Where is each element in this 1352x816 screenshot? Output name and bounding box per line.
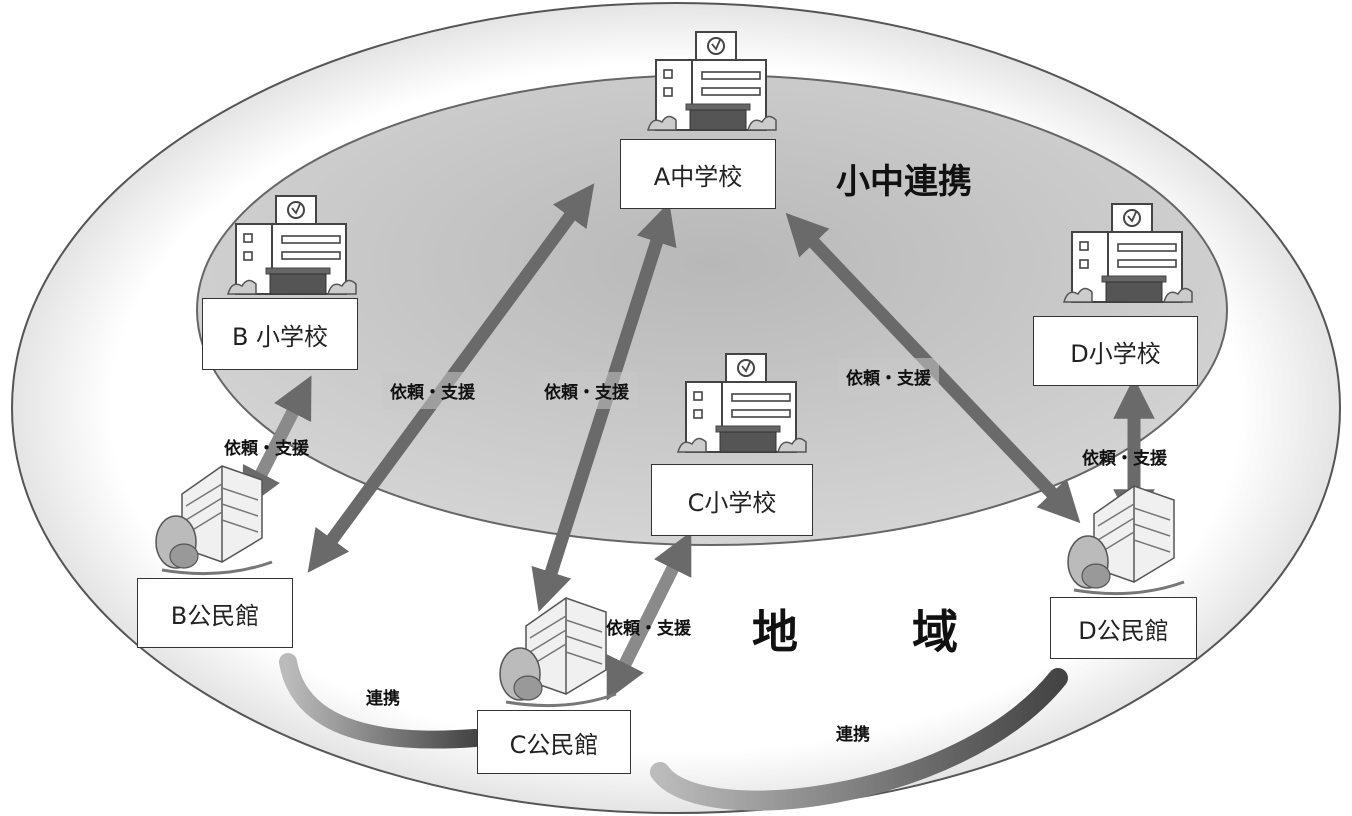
cooperation-curve-c-d (650, 668, 1068, 811)
node-d-elementary: D小学校 (1033, 316, 1198, 386)
label-cooperation-b-c: 連携 (366, 689, 400, 709)
node-c-community-center: C公民館 (477, 710, 631, 774)
arrow-c-school-c-hall (606, 531, 692, 701)
label-request-support-a-b: 依頼・支援 (382, 372, 483, 409)
node-b-elementary: B 小学校 (202, 298, 358, 370)
label-request-support-d: 依頼・支援 (1082, 449, 1167, 469)
label-request-support-a-c: 依頼・支援 (536, 372, 637, 409)
cooperation-curve-b-c (279, 653, 484, 749)
label-request-support-c: 依頼・支援 (606, 619, 691, 639)
region-title-inner: 小中連携 (836, 162, 972, 202)
node-a-junior-high: A中学校 (620, 139, 776, 209)
label-request-support-a-d: 依頼・支援 (838, 358, 939, 395)
label-cooperation-c-d: 連携 (836, 725, 870, 745)
region-title-outer-1: 地 (752, 605, 798, 659)
label-request-support-b: 依頼・支援 (224, 439, 309, 459)
node-d-community-center: D公民館 (1050, 597, 1197, 659)
region-title-outer-2: 域 (912, 605, 958, 659)
node-b-community-center: B公民館 (137, 578, 293, 648)
arrow-b-school-b-hall (242, 375, 312, 511)
node-c-elementary: C小学校 (651, 464, 813, 536)
